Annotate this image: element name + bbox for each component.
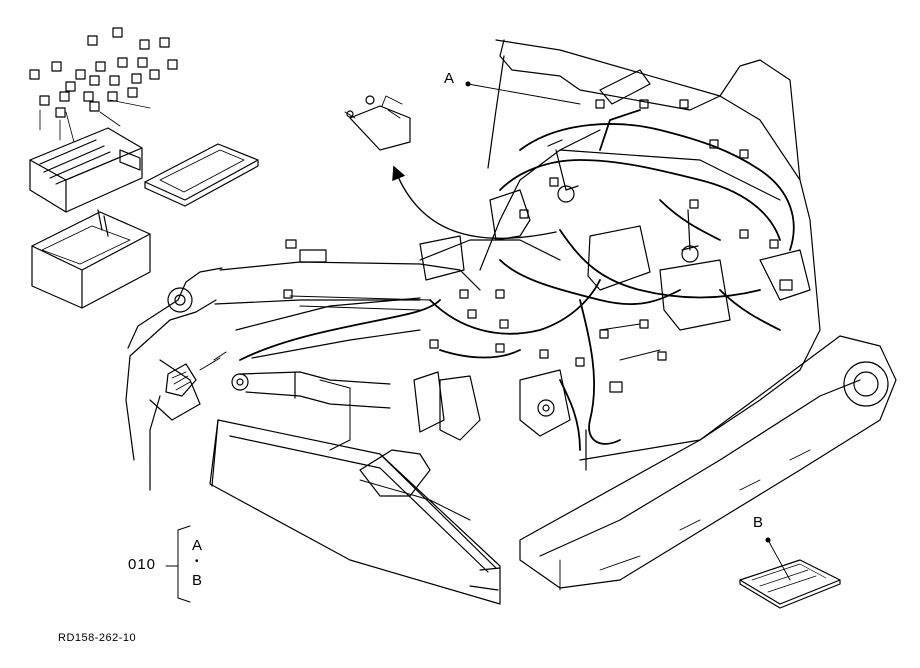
operator-manual — [739, 559, 841, 609]
crawler-track — [519, 335, 897, 591]
work-lamp — [349, 105, 411, 151]
boom-cylinder — [239, 371, 391, 409]
battery-box — [31, 209, 151, 309]
legend-item-b: B — [192, 572, 204, 589]
left-joystick — [547, 139, 579, 191]
right-joystick — [681, 209, 699, 251]
cab-frame — [419, 39, 821, 471]
legend-bracket — [177, 525, 191, 603]
boom-assembly — [125, 261, 481, 491]
wiring-harness — [239, 109, 795, 451]
fuse-box — [29, 127, 143, 213]
dozer-blade — [209, 419, 501, 605]
relay-set — [29, 27, 178, 118]
callout-b: B — [753, 514, 764, 531]
controller-box — [587, 225, 651, 291]
boom-light — [165, 363, 197, 397]
connectors — [283, 99, 793, 393]
assembly-arrow — [392, 165, 557, 239]
legend-separator: • — [195, 556, 199, 567]
fuse-cover — [144, 143, 259, 207]
control-valve — [519, 369, 571, 437]
callout-a: A — [444, 70, 455, 87]
part-number: 010 — [128, 556, 157, 573]
legend-item-a: A — [192, 537, 204, 554]
drawing-number: RD158-262-10 — [58, 632, 137, 644]
